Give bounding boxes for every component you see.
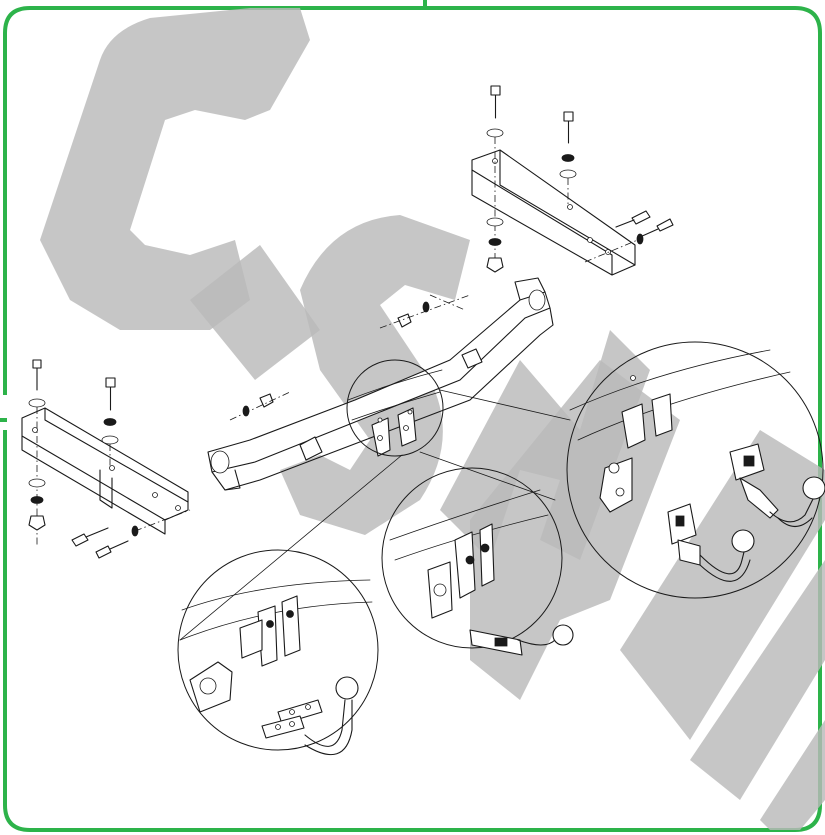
main-cross-beam (207, 277, 554, 491)
detail-circle-right (566, 341, 825, 599)
left-bracket-bolts (28, 359, 291, 559)
right-side-bracket (471, 149, 636, 276)
detail-circle-center (346, 359, 444, 457)
right-bracket-bolts (379, 85, 674, 329)
detail-circle-middle (381, 467, 574, 656)
detail-circle-left (177, 549, 379, 755)
left-side-bracket (21, 407, 189, 535)
watermark-logo (40, 8, 825, 830)
